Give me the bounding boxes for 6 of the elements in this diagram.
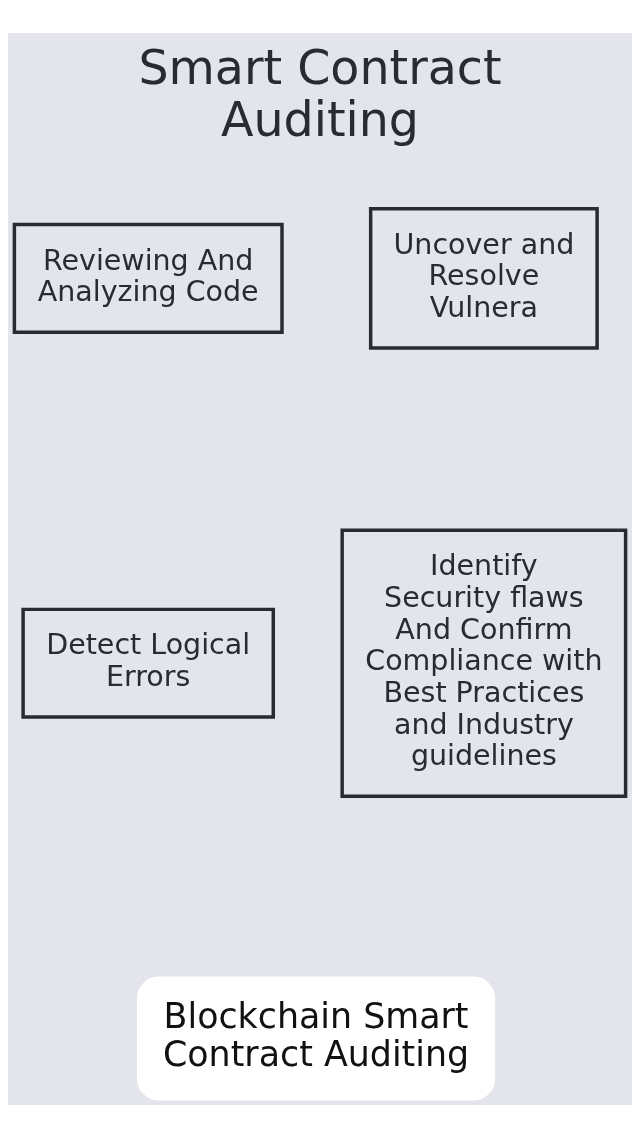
diagram-title: Smart Contract Auditing <box>138 39 502 147</box>
node-box: Identify Security flaws And Confirm Compliance with Best Practices and Industry guidelines <box>340 528 628 798</box>
node-box: Detect Logical Errors <box>21 607 276 719</box>
node-box: Reviewing And Analyzing Code <box>12 222 284 334</box>
node-box: Uncover and Resolve Vulnera <box>368 207 599 350</box>
caption: Blockchain Smart Contract Auditing <box>162 996 470 1075</box>
